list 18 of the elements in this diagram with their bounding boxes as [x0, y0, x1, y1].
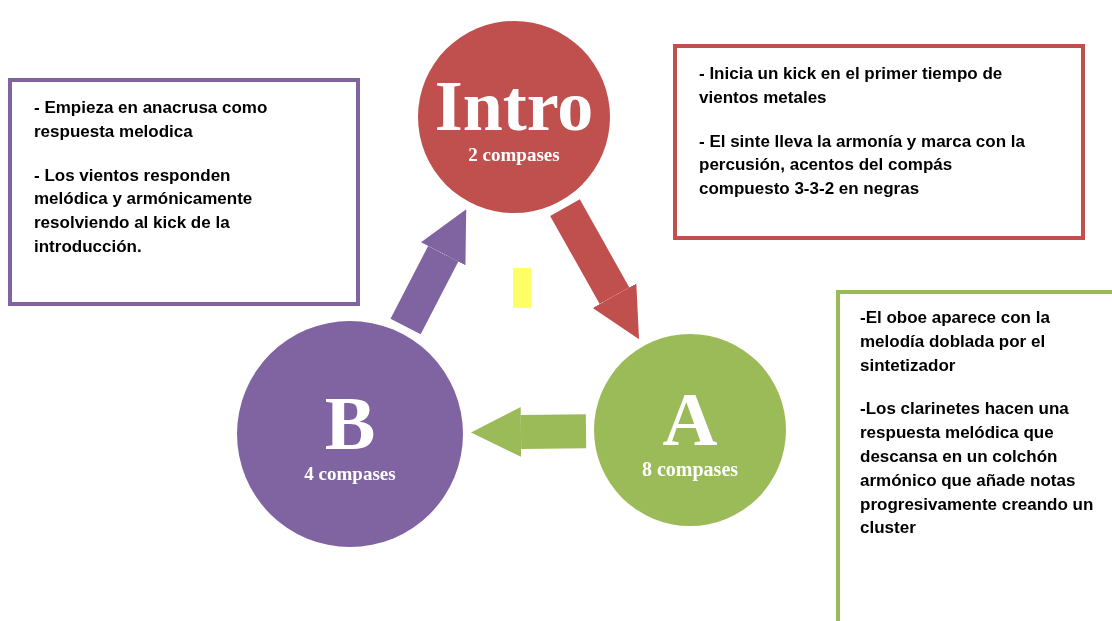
block-arrow: [471, 407, 587, 457]
section-title: A: [662, 379, 718, 460]
bar-count: 2 compases: [468, 144, 560, 165]
section-title: Intro: [434, 69, 594, 145]
note-text: - Los vientos responden melódica y armónicamente resolviendo al kick de la introducción.: [34, 164, 254, 258]
note-text: - Empieza en anacrusa como respuesta melodica: [34, 97, 269, 143]
section-title: B: [324, 384, 376, 464]
block-arrow: [550, 199, 640, 340]
note-box: [673, 44, 1085, 240]
note-text: -Los clarinetes hacen una respuesta melódica que descansa en un colchón armónico que añade notas progresivamente creando un cluster: [860, 398, 1095, 540]
note-text: - El sinte lleva la armonía y marca con la percusión, acentos del compás compuesto 3-3-2 en negras: [699, 130, 1026, 201]
note-text: - Inicia un kick en el primer tiempo de vientos metales: [699, 63, 1004, 109]
block-arrow: [390, 209, 467, 335]
note-text: -El oboe aparece con la melodía doblada por el sintetizador: [860, 307, 1051, 377]
bar-count: 8 compases: [641, 459, 739, 481]
note-box: [836, 290, 1112, 621]
note-box: [8, 78, 360, 306]
bar-count: 4 compases: [304, 463, 396, 484]
